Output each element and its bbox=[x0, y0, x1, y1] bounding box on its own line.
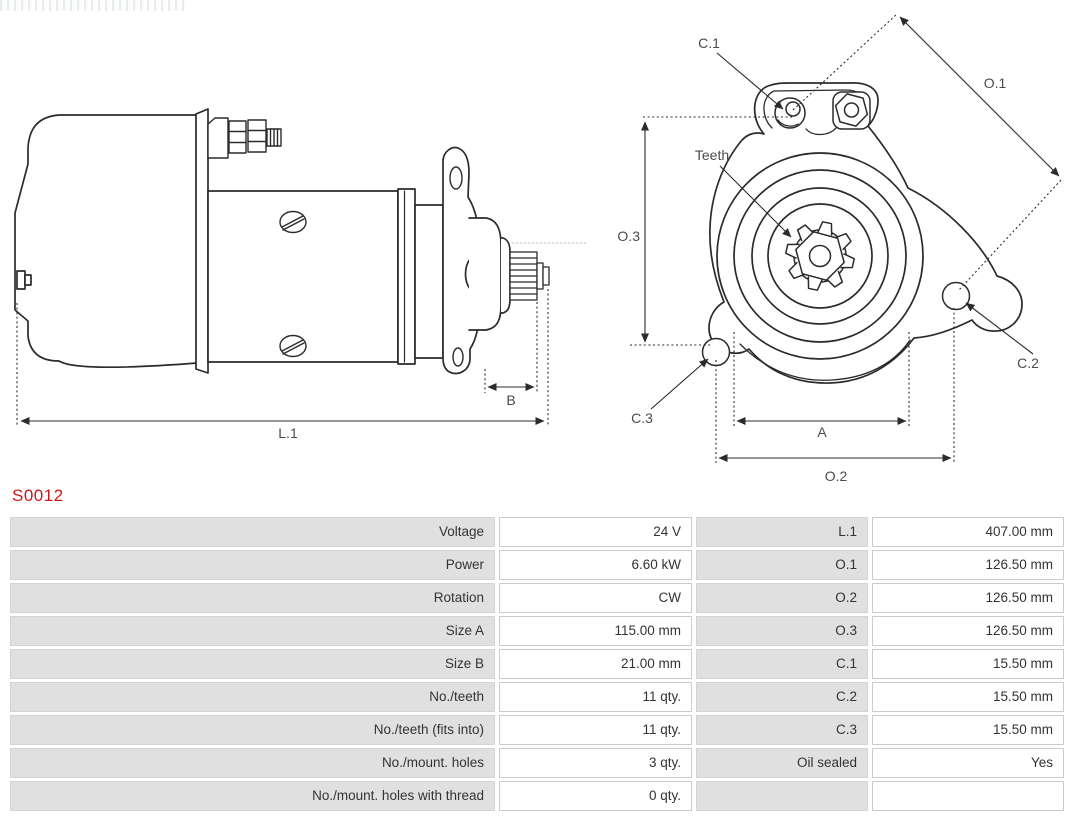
spec-value: 24 V bbox=[499, 517, 692, 547]
part-number: S0012 bbox=[12, 486, 64, 505]
dim-label-c1: C.1 bbox=[698, 35, 720, 51]
dim-label-c3: C.3 bbox=[631, 410, 653, 426]
cropped-logo-artifact bbox=[0, 0, 188, 11]
spec-label: O.1 bbox=[696, 550, 868, 580]
spec-label: C.1 bbox=[696, 649, 868, 679]
dim-label-a: A bbox=[817, 424, 827, 440]
spec-value: 15.50 mm bbox=[872, 715, 1064, 745]
dim-label-o3: O.3 bbox=[617, 228, 640, 244]
screw-bottom bbox=[279, 334, 307, 358]
spec-label: No./mount. holes with thread bbox=[10, 781, 495, 811]
dim-label-c2: C.2 bbox=[1017, 355, 1039, 371]
spec-value: 407.00 mm bbox=[872, 517, 1064, 547]
spec-label: Voltage bbox=[10, 517, 495, 547]
spec-label: O.2 bbox=[696, 583, 868, 613]
starter-side-view bbox=[14, 108, 587, 375]
spec-value: CW bbox=[499, 583, 692, 613]
spec-value: 126.50 mm bbox=[872, 550, 1064, 580]
spec-value: 126.50 mm bbox=[872, 583, 1064, 613]
spec-label: Power bbox=[10, 550, 495, 580]
dim-label-teeth: Teeth bbox=[695, 147, 729, 163]
spec-table: Voltage 24 V L.1 407.00 mm Power 6.60 kW… bbox=[10, 517, 1064, 811]
screw-top bbox=[279, 210, 307, 234]
spec-label: O.3 bbox=[696, 616, 868, 646]
hex-nut-hole bbox=[832, 91, 871, 130]
spec-value: 11 qty. bbox=[499, 682, 692, 712]
front-pinion-gear bbox=[785, 221, 855, 291]
front-concentric-circles bbox=[716, 152, 924, 360]
spec-value: 6.60 kW bbox=[499, 550, 692, 580]
spec-value: 21.00 mm bbox=[499, 649, 692, 679]
side-view-dimensions bbox=[16, 289, 549, 426]
spec-label: No./teeth (fits into) bbox=[10, 715, 495, 745]
dim-label-b: B bbox=[506, 392, 515, 408]
spec-value: Yes bbox=[872, 748, 1064, 778]
spec-label: Size A bbox=[10, 616, 495, 646]
dim-label-o2: O.2 bbox=[825, 468, 848, 484]
mount-hole-c2 bbox=[941, 281, 971, 311]
spec-value: 15.50 mm bbox=[872, 649, 1064, 679]
spec-label: C.3 bbox=[696, 715, 868, 745]
spec-value: 15.50 mm bbox=[872, 682, 1064, 712]
spec-value: 126.50 mm bbox=[872, 616, 1064, 646]
spec-label: Rotation bbox=[10, 583, 495, 613]
spec-label: L.1 bbox=[696, 517, 868, 547]
side-dome-housing bbox=[14, 114, 198, 369]
spec-label: No./mount. holes bbox=[10, 748, 495, 778]
spec-label: Oil sealed bbox=[696, 748, 868, 778]
spec-value: 115.00 mm bbox=[499, 616, 692, 646]
starter-front-view bbox=[701, 82, 1023, 384]
front-view-dimensions bbox=[630, 13, 1062, 463]
technical-drawing: L.1 B bbox=[14, 13, 1062, 484]
terminal-studs bbox=[207, 117, 282, 159]
spec-label: Size B bbox=[10, 649, 495, 679]
spec-value bbox=[872, 781, 1064, 811]
spec-label: No./teeth bbox=[10, 682, 495, 712]
spec-value: 3 qty. bbox=[499, 748, 692, 778]
dim-label-o1: O.1 bbox=[984, 75, 1007, 91]
side-flange bbox=[195, 108, 209, 374]
spec-label: C.2 bbox=[696, 682, 868, 712]
spec-label bbox=[696, 781, 868, 811]
spec-value: 11 qty. bbox=[499, 715, 692, 745]
spec-value: 0 qty. bbox=[499, 781, 692, 811]
dim-label-l1: L.1 bbox=[278, 425, 298, 441]
side-pinion-gear bbox=[509, 251, 550, 301]
